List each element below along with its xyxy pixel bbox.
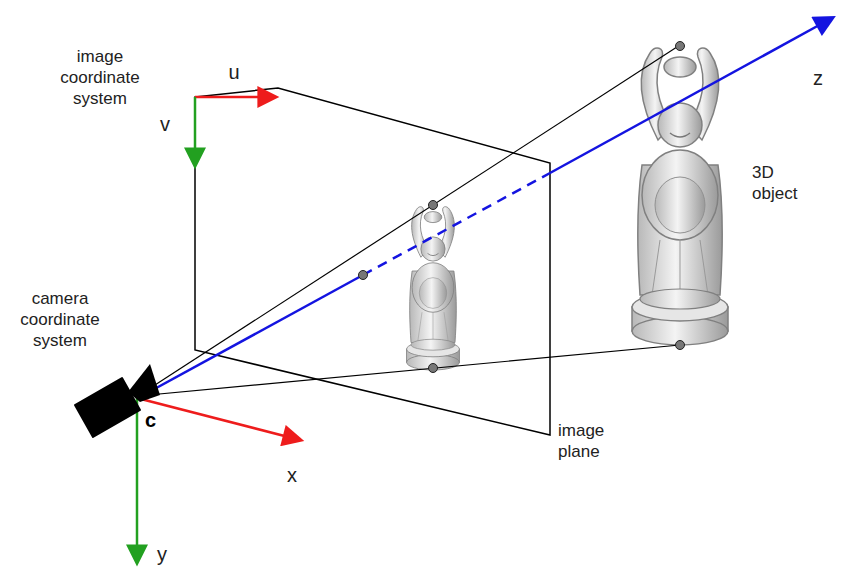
projected-statue (407, 207, 460, 370)
z-axis (138, 275, 363, 398)
axis-caption: image coordinate system (50, 46, 150, 109)
z-axis-hidden (363, 173, 550, 275)
object-caption: 3D object (752, 162, 818, 204)
axis-name: y (150, 542, 174, 566)
center-label: c (145, 408, 165, 432)
axis-name: v (155, 112, 175, 136)
plane-caption: image plane (558, 420, 628, 462)
axis-name: z (806, 66, 830, 90)
axis-name: x (280, 463, 304, 487)
axis-name: u (224, 60, 244, 84)
3d-object-statue (632, 48, 728, 345)
x-axis (137, 398, 300, 440)
axis-caption: camera coordinate system (4, 288, 116, 351)
u-axis (195, 96, 275, 99)
projection-points (359, 42, 685, 373)
image-plane (195, 88, 550, 435)
y-axis (136, 398, 139, 562)
v-axis (194, 97, 197, 165)
z-axis (550, 18, 832, 173)
projection-ray (138, 45, 680, 396)
